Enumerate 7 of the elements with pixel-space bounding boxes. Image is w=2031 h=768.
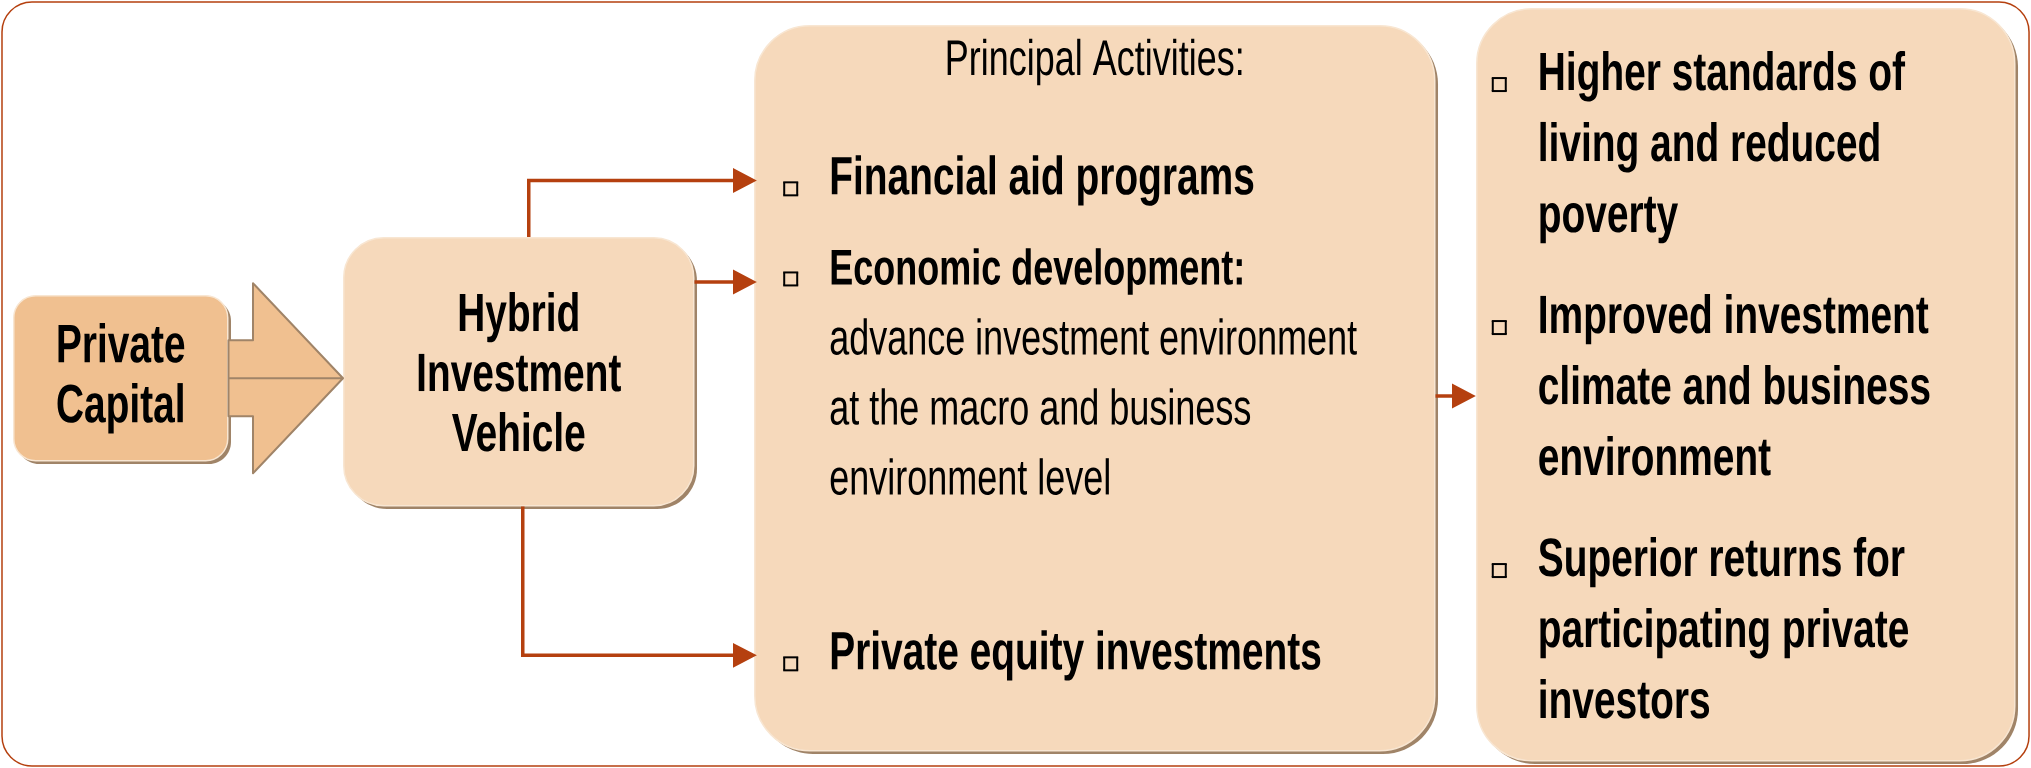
- process-box: Hybrid Investment Vehicle: [343, 237, 697, 509]
- source-box: Private Capital: [13, 295, 231, 464]
- bullet-item: Financial aid programs: [782, 155, 1254, 206]
- bullet-item: Private equity investments: [782, 630, 1321, 681]
- bullet-item: Economic development: advance investment environment at the macro and business environment level: [782, 248, 1357, 495]
- block-arrow: [227, 282, 344, 475]
- outcomes-box: Higher standards of living and reduced poverty Improved investment climate and business environment Superior returns for participating private investors: [1476, 8, 2019, 764]
